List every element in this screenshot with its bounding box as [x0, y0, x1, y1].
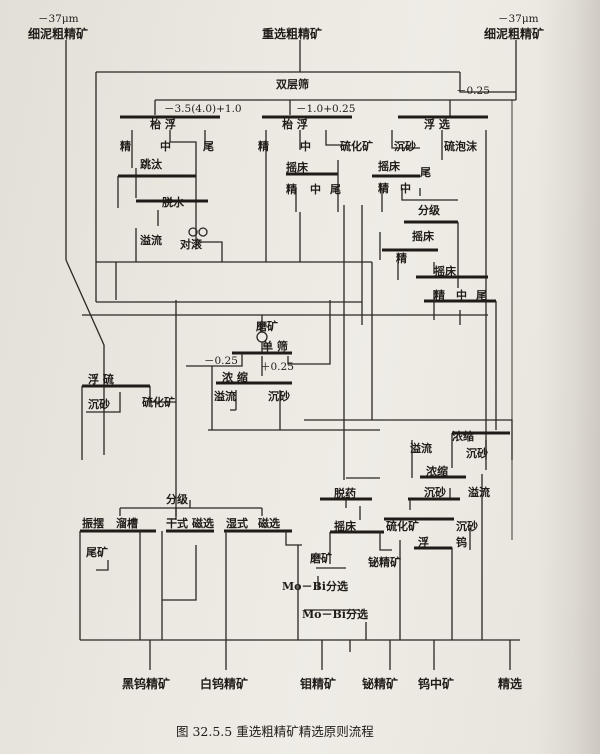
double-deck-screen-label: 双层筛 [276, 77, 309, 91]
chute-label: 溜槽 [116, 516, 138, 530]
grind-minus-size: －0.25 [204, 355, 238, 367]
tf1-product-tailing: 尾 [202, 140, 214, 153]
fr-product-middling: 中 [400, 181, 411, 195]
tabling-flotation-1-label: 枱 浮 [150, 117, 176, 131]
bi-concentrate-side-label: 铋精矿 [368, 555, 401, 569]
fr-product-tailing: 尾 [419, 166, 431, 179]
reagent-grind-label: 磨矿 [309, 551, 332, 565]
mobi-sep-2b-label: 分选 [346, 607, 368, 621]
chute-tail-label: 尾矿 [85, 545, 108, 559]
center-feed-name: 重选粗精矿 [262, 26, 322, 41]
flotation-right-table: 摇床 [378, 159, 401, 173]
table-b-product-middling: 中 [456, 288, 467, 302]
grind-sand-label: 沉砂 [268, 389, 290, 403]
roll-crusher-roll-left [188, 227, 198, 237]
right-feed-name: 细泥粗精矿 [484, 26, 544, 41]
jig-overflow-label: 溢流 [140, 233, 162, 247]
table-2-product-middling: 中 [310, 182, 321, 196]
single-screen-label: 单 筛 [262, 339, 288, 353]
thicken-right-1-overflow: 溢流 [410, 441, 432, 455]
dry-label: 干式 [166, 516, 188, 530]
left-feed-name: 细泥粗精矿 [28, 26, 88, 41]
left-feed-size: －37μm [38, 13, 79, 25]
thicken-right-2-label: 浓缩 [426, 464, 448, 478]
thicken-right-2-sand: 沉砂 [424, 485, 446, 499]
tf1-product-middling: 中 [160, 139, 171, 153]
reagent-removal-label: 脱药 [334, 486, 356, 500]
product-white-tungsten: 白钨精矿 [200, 676, 248, 691]
tf1-product-concentrate: 精 [120, 139, 131, 153]
product-molybdenum: 钼精矿 [300, 676, 336, 691]
w-float-sand: 沉砂 [456, 519, 478, 533]
table-2-label: 摇床 [286, 160, 309, 174]
product-black-tungsten: 黑钨精矿 [122, 676, 170, 691]
screen-fine-size: －0.25 [456, 85, 490, 97]
mobi-sep-2a-label: Mo－Bi [302, 608, 346, 621]
thicken-right-2-overflow: 溢流 [468, 485, 490, 499]
table-b-product-concentrate: 精 [434, 288, 445, 302]
grind-label: 磨矿 [255, 319, 278, 333]
right-feed-size: －37μm [498, 13, 539, 25]
flotation-right-sand: 沉砂 [394, 139, 416, 153]
flotation-right-froth: 硫泡沫 [444, 139, 478, 153]
tf2-product-middling: 中 [300, 139, 311, 153]
grind-thicken-label: 浓 缩 [222, 370, 248, 384]
table-2-product-concentrate: 精 [286, 182, 297, 196]
roll-crusher-roll-right [198, 227, 208, 237]
thicken-right-1-sand: 沉砂 [466, 446, 488, 460]
tabling-flotation-2-label: 枱 浮 [282, 117, 308, 131]
jig-label: 跳汰 [140, 157, 163, 171]
table-a-label: 摇床 [412, 229, 435, 243]
sulfide-float-side: 硫化矿 [142, 395, 175, 409]
roll-crusher-label: 对滚 [180, 237, 203, 251]
thicken-right-1-label: 浓缩 [452, 429, 474, 443]
w-float-sulfide: 硫化矿 [386, 519, 419, 533]
grind-plus-size: ＋0.25 [260, 361, 294, 373]
flotation-right-label: 浮 选 [424, 117, 450, 131]
classify-mag-label: 分级 [166, 492, 189, 506]
wet-label: 湿式 [226, 516, 248, 530]
vibrate-label: 振摆 [82, 516, 104, 530]
w-float-op: 浮 [418, 535, 429, 549]
sulfide-float-sand: 沉砂 [88, 397, 110, 411]
product-tungsten-middling: 钨中矿 [418, 676, 454, 691]
dewater-label: 脱水 [162, 195, 185, 209]
table-a-product: 精 [396, 251, 407, 265]
tf2-product-concentrate: 精 [258, 139, 269, 153]
fr-product-concentrate: 精 [378, 181, 389, 195]
sulfide-float-label: 浮 硫 [88, 372, 114, 386]
product-cleaning: 精选 [498, 676, 522, 691]
classify-right-label: 分级 [418, 203, 441, 217]
page-edge-shadow [538, 0, 600, 754]
table-b-product-tailing: 尾 [475, 289, 487, 302]
mobi-sep-1-label: Mo－Bi分选 [282, 579, 348, 593]
grind-overflow-label: 溢流 [214, 389, 236, 403]
screen-coarse-size: －3.5(4.0)+1.0 [164, 103, 242, 115]
reagent-table-label: 摇床 [334, 519, 357, 533]
w-float-product: 钨 [456, 535, 467, 549]
mag-1-label: 磁选 [192, 516, 214, 530]
tf2-sulfide-label: 硫化矿 [340, 139, 373, 153]
mag-2-label: 磁选 [258, 516, 280, 530]
screen-medium-size: －1.0+0.25 [296, 103, 355, 115]
flow-lines [65, 40, 520, 670]
figure-caption: 图 32.5.5 重选粗精矿精选原则流程 [176, 724, 374, 739]
table-b-label: 摇床 [434, 264, 457, 278]
table-2-product-tailing: 尾 [329, 183, 341, 196]
product-bismuth: 铋精矿 [362, 676, 398, 691]
